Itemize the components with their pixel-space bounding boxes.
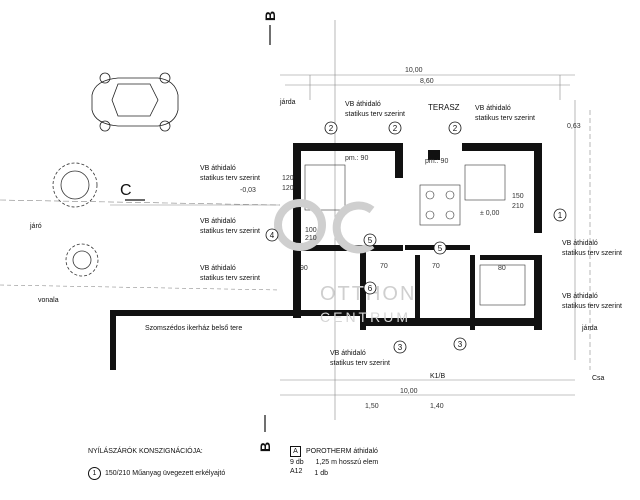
tag-2-c: 2 bbox=[453, 124, 458, 133]
section-b-top-label: B bbox=[262, 11, 278, 21]
note-vb-left-3a: VB áthidaló bbox=[200, 265, 236, 272]
note-vb-top-right-1: VB áthidaló bbox=[475, 105, 511, 112]
legend-left-item: 1 150/210 Műanyag üvegezett erkélyajtó 1… bbox=[88, 467, 328, 480]
dim-left-level: -0,03 bbox=[240, 187, 256, 194]
house-walls bbox=[110, 143, 542, 370]
note-vb-bottom-2: statikus terv szerint bbox=[330, 360, 390, 367]
note-vb-left-2b: statikus terv szerint bbox=[200, 228, 260, 235]
legend-right-head: A POROTHERM áthidaló bbox=[290, 446, 450, 457]
tag-5-a: 5 bbox=[368, 236, 373, 245]
section-c-label: C bbox=[120, 182, 132, 199]
note-vb-right-1b: statikus terv szerint bbox=[562, 250, 622, 257]
room-d70-b: 70 bbox=[432, 263, 440, 270]
tag-4: 4 bbox=[270, 231, 275, 240]
note-vb-right-1a: VB áthidaló bbox=[562, 240, 598, 247]
legend-item-qty: 1 db bbox=[314, 470, 328, 477]
legend-left-title: NYÍLÁSZÁRÓK KONSZIGNÁCIÓJA: bbox=[88, 448, 203, 455]
dim-top-total: 10,00 bbox=[405, 67, 423, 74]
legend-right-title: POROTHERM áthidaló bbox=[305, 448, 378, 455]
dim-bottom-b: 1,40 bbox=[430, 403, 444, 410]
k1b-label: K1/B bbox=[430, 373, 446, 380]
room-d80: 80 bbox=[498, 265, 506, 272]
room-d210-a: 210 bbox=[512, 203, 524, 210]
vonala-label: vonala bbox=[38, 297, 59, 304]
room-d210-b: 210 bbox=[305, 235, 317, 242]
legend-left: NYÍLÁSZÁRÓK KONSZIGNÁCIÓJA: 1 150/210 Mű… bbox=[88, 448, 328, 480]
tag-2-b: 2 bbox=[393, 124, 398, 133]
legend-right-row: 9 db 1,25 m hosszú elem bbox=[290, 459, 450, 466]
legend-right: A POROTHERM áthidaló 9 db 1,25 m hosszú … bbox=[290, 446, 450, 475]
note-vb-top-left-1: VB áthidaló bbox=[345, 101, 381, 108]
jarda-top-label: járda bbox=[279, 99, 296, 106]
legend-item-tag: 1 bbox=[88, 467, 101, 480]
note-vb-top-right-2: statikus terv szerint bbox=[475, 115, 535, 122]
legend-item-text: 150/210 Műanyag üvegezett erkélyajtó bbox=[105, 470, 226, 477]
dim-bottom-a: 1,50 bbox=[365, 403, 379, 410]
dim-center-level: ± 0,00 bbox=[480, 210, 500, 217]
tag-3-b: 3 bbox=[458, 340, 463, 349]
tag-6: 6 bbox=[368, 284, 373, 293]
note-vb-left-1a: VB áthidaló bbox=[200, 165, 236, 172]
csa-label: Csa bbox=[592, 375, 605, 382]
note-vb-left-2a: VB áthidaló bbox=[200, 218, 236, 225]
note-vb-left-1b: statikus terv szerint bbox=[200, 175, 260, 182]
section-markers bbox=[125, 25, 271, 432]
room-d120-a: 120 bbox=[282, 175, 294, 182]
watermark-otthon: OTTHON bbox=[320, 283, 416, 305]
tree-drawing bbox=[52, 162, 99, 277]
room-d70-a: 70 bbox=[380, 263, 388, 270]
room-d90: 90 bbox=[300, 265, 308, 272]
note-vb-bottom-1: VB áthidaló bbox=[330, 350, 366, 357]
szomszedos-label: Szomszédos ikerház belső tere bbox=[145, 325, 242, 332]
furniture bbox=[304, 164, 526, 306]
dim-right-small: 0,63 bbox=[567, 123, 581, 130]
room-d100: 100 bbox=[305, 227, 317, 234]
tag-5-b: 5 bbox=[438, 244, 443, 253]
note-vb-right-2a: VB áthidaló bbox=[562, 293, 598, 300]
watermark-centrum: CENTRUM bbox=[320, 309, 411, 325]
legend-right-qty: 9 db bbox=[290, 459, 304, 466]
room-d150: 150 bbox=[512, 193, 524, 200]
legend-right-code: A12 bbox=[290, 468, 303, 475]
room-d120-b: 120 bbox=[282, 185, 294, 192]
terasz-label: TERASZ bbox=[428, 103, 460, 112]
tag-1: 1 bbox=[558, 211, 563, 220]
legend-right-tag: A bbox=[290, 446, 301, 457]
dim-bottom-total: 10,00 bbox=[400, 388, 418, 395]
note-vb-left-3b: statikus terv szerint bbox=[200, 275, 260, 282]
dim-top-sub: 8,60 bbox=[420, 78, 434, 85]
opening-tag-labels: 2 2 2 1 4 5 5 3 3 6 bbox=[270, 124, 563, 352]
tag-2-a: 2 bbox=[329, 124, 334, 133]
opening-tags bbox=[265, 121, 567, 354]
jaro-left-label: járó bbox=[29, 223, 42, 230]
car-drawing bbox=[91, 72, 179, 132]
jarda-right-label: járda bbox=[581, 325, 598, 332]
note-vb-top-left-2: statikus terv szerint bbox=[345, 111, 405, 118]
section-b-bottom-label: B bbox=[257, 442, 273, 452]
room-pm90-left: pm.: 90 bbox=[345, 155, 368, 162]
labels: B B C TERASZ járda járda járó vonala Csa… bbox=[29, 11, 622, 452]
watermark-logo bbox=[274, 199, 375, 254]
note-vb-right-2b: statikus terv szerint bbox=[562, 303, 622, 310]
room-pm90-right: pm.: 90 bbox=[425, 158, 448, 165]
tag-3-a: 3 bbox=[398, 343, 403, 352]
legend-right-desc: 1,25 m hosszú elem bbox=[315, 459, 379, 466]
